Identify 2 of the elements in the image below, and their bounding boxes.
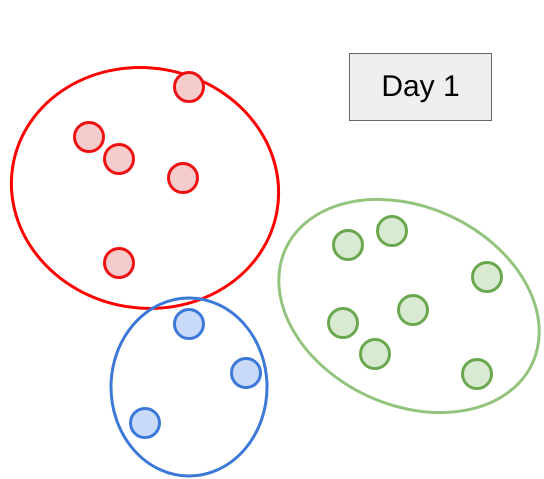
label-text: Day 1: [381, 70, 460, 104]
label-box: [349, 53, 492, 121]
